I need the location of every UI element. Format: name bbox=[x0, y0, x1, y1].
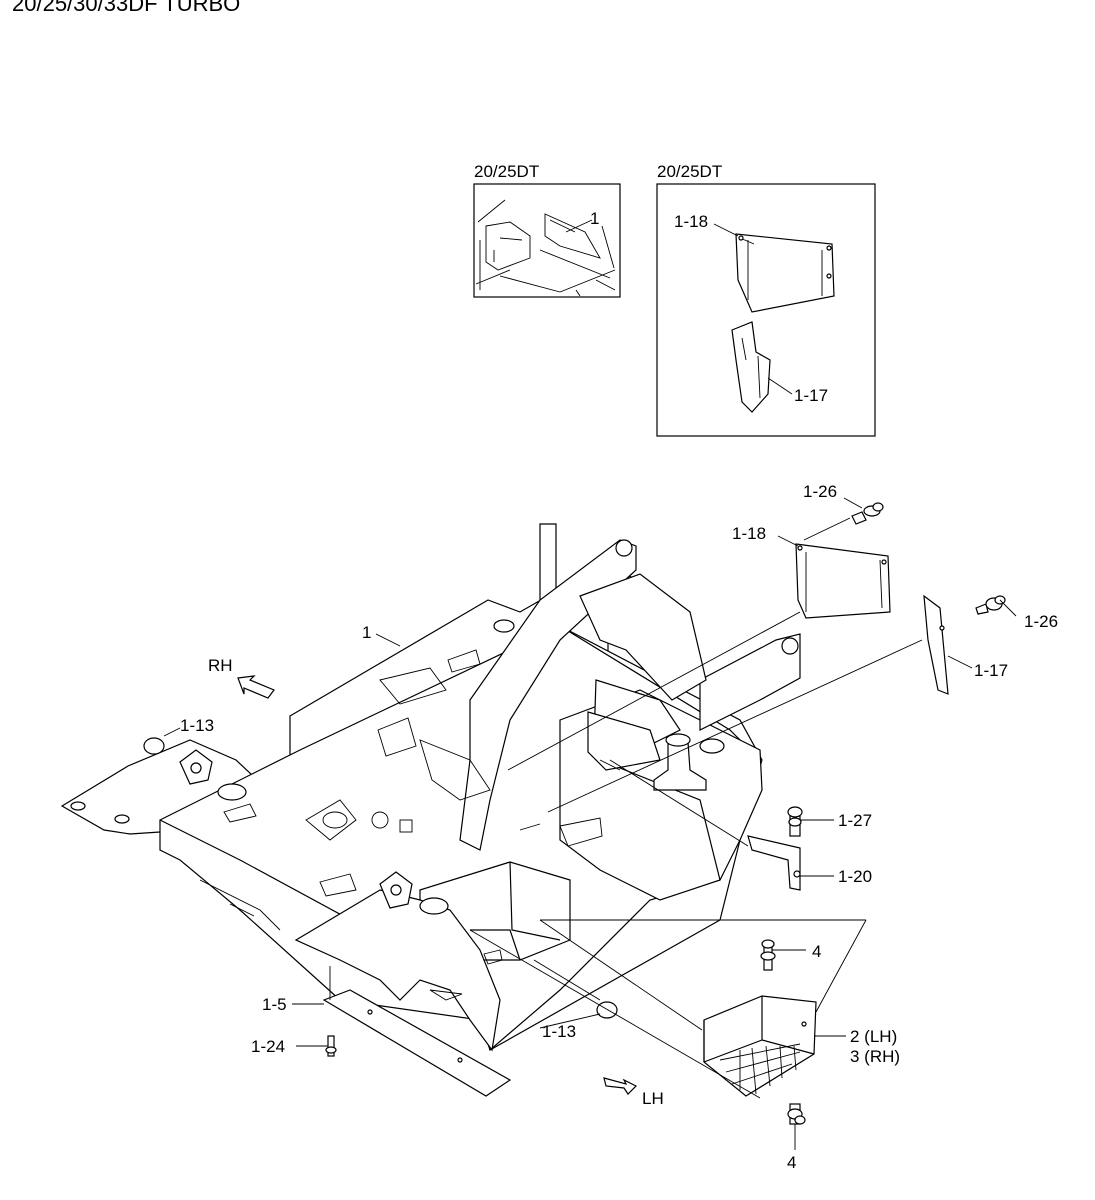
step-2-3 bbox=[703, 995, 817, 1097]
callout-1-17: 1-17 bbox=[974, 661, 1008, 680]
bracket-1-20 bbox=[747, 835, 801, 891]
callout-3-rh: 3 (RH) bbox=[850, 1047, 900, 1066]
inset-frame-right: 20/25DT 1-18 1-17 bbox=[656, 162, 876, 437]
lh-label: LH bbox=[642, 1089, 664, 1108]
lh-direction-indicator: LH bbox=[603, 1077, 664, 1108]
callout-inset-1-17: 1-17 bbox=[794, 386, 828, 405]
lh-arrow-icon bbox=[603, 1077, 638, 1095]
callout-4-bottom: 4 bbox=[787, 1153, 796, 1172]
callout-inset-1-18: 1-18 bbox=[674, 212, 708, 231]
bracket-1-17 bbox=[923, 594, 949, 695]
callout-1-5: 1-5 bbox=[262, 995, 287, 1014]
callout-1-20: 1-20 bbox=[838, 867, 872, 886]
bolt-1-26-right bbox=[975, 595, 1006, 615]
callout-1: 1 bbox=[362, 623, 371, 642]
page-title: 20/25/30/33DF TURBO bbox=[12, 0, 240, 16]
inset-title-left: 20/25DT bbox=[474, 162, 539, 181]
bolt-4-top bbox=[760, 939, 776, 971]
inset-frame-left: 20/25DT 1 bbox=[473, 162, 621, 298]
callout-2-lh: 2 (LH) bbox=[850, 1027, 897, 1046]
bushing-1-13-left bbox=[143, 737, 165, 755]
bracket-1-18 bbox=[795, 543, 891, 619]
bushing-1-13-bottom bbox=[596, 1001, 618, 1019]
bolt-4-bottom bbox=[787, 1103, 806, 1125]
bolt-1-26-top bbox=[851, 502, 884, 525]
inset-title-right: 20/25DT bbox=[657, 162, 722, 181]
callout-1-18: 1-18 bbox=[732, 524, 766, 543]
callout-1-24: 1-24 bbox=[251, 1037, 285, 1056]
callout-1-26-right: 1-26 bbox=[1024, 612, 1058, 631]
step-plate-1-5 bbox=[322, 989, 512, 1097]
truck-frame-assembly bbox=[60, 523, 801, 1052]
callout-1-13-bottom: 1-13 bbox=[542, 1022, 576, 1041]
callout-1-13-left: 1-13 bbox=[180, 716, 214, 735]
leader-lines bbox=[163, 497, 1017, 1150]
callout-1-26-top: 1-26 bbox=[803, 482, 837, 501]
bolt-1-27 bbox=[787, 806, 803, 837]
callout-1-27: 1-27 bbox=[838, 811, 872, 830]
rh-direction-indicator: RH bbox=[208, 656, 275, 699]
rh-arrow-icon bbox=[237, 675, 275, 699]
rh-label: RH bbox=[208, 656, 233, 675]
callout-4-top: 4 bbox=[812, 942, 821, 961]
callout-inset-1: 1 bbox=[590, 209, 599, 228]
